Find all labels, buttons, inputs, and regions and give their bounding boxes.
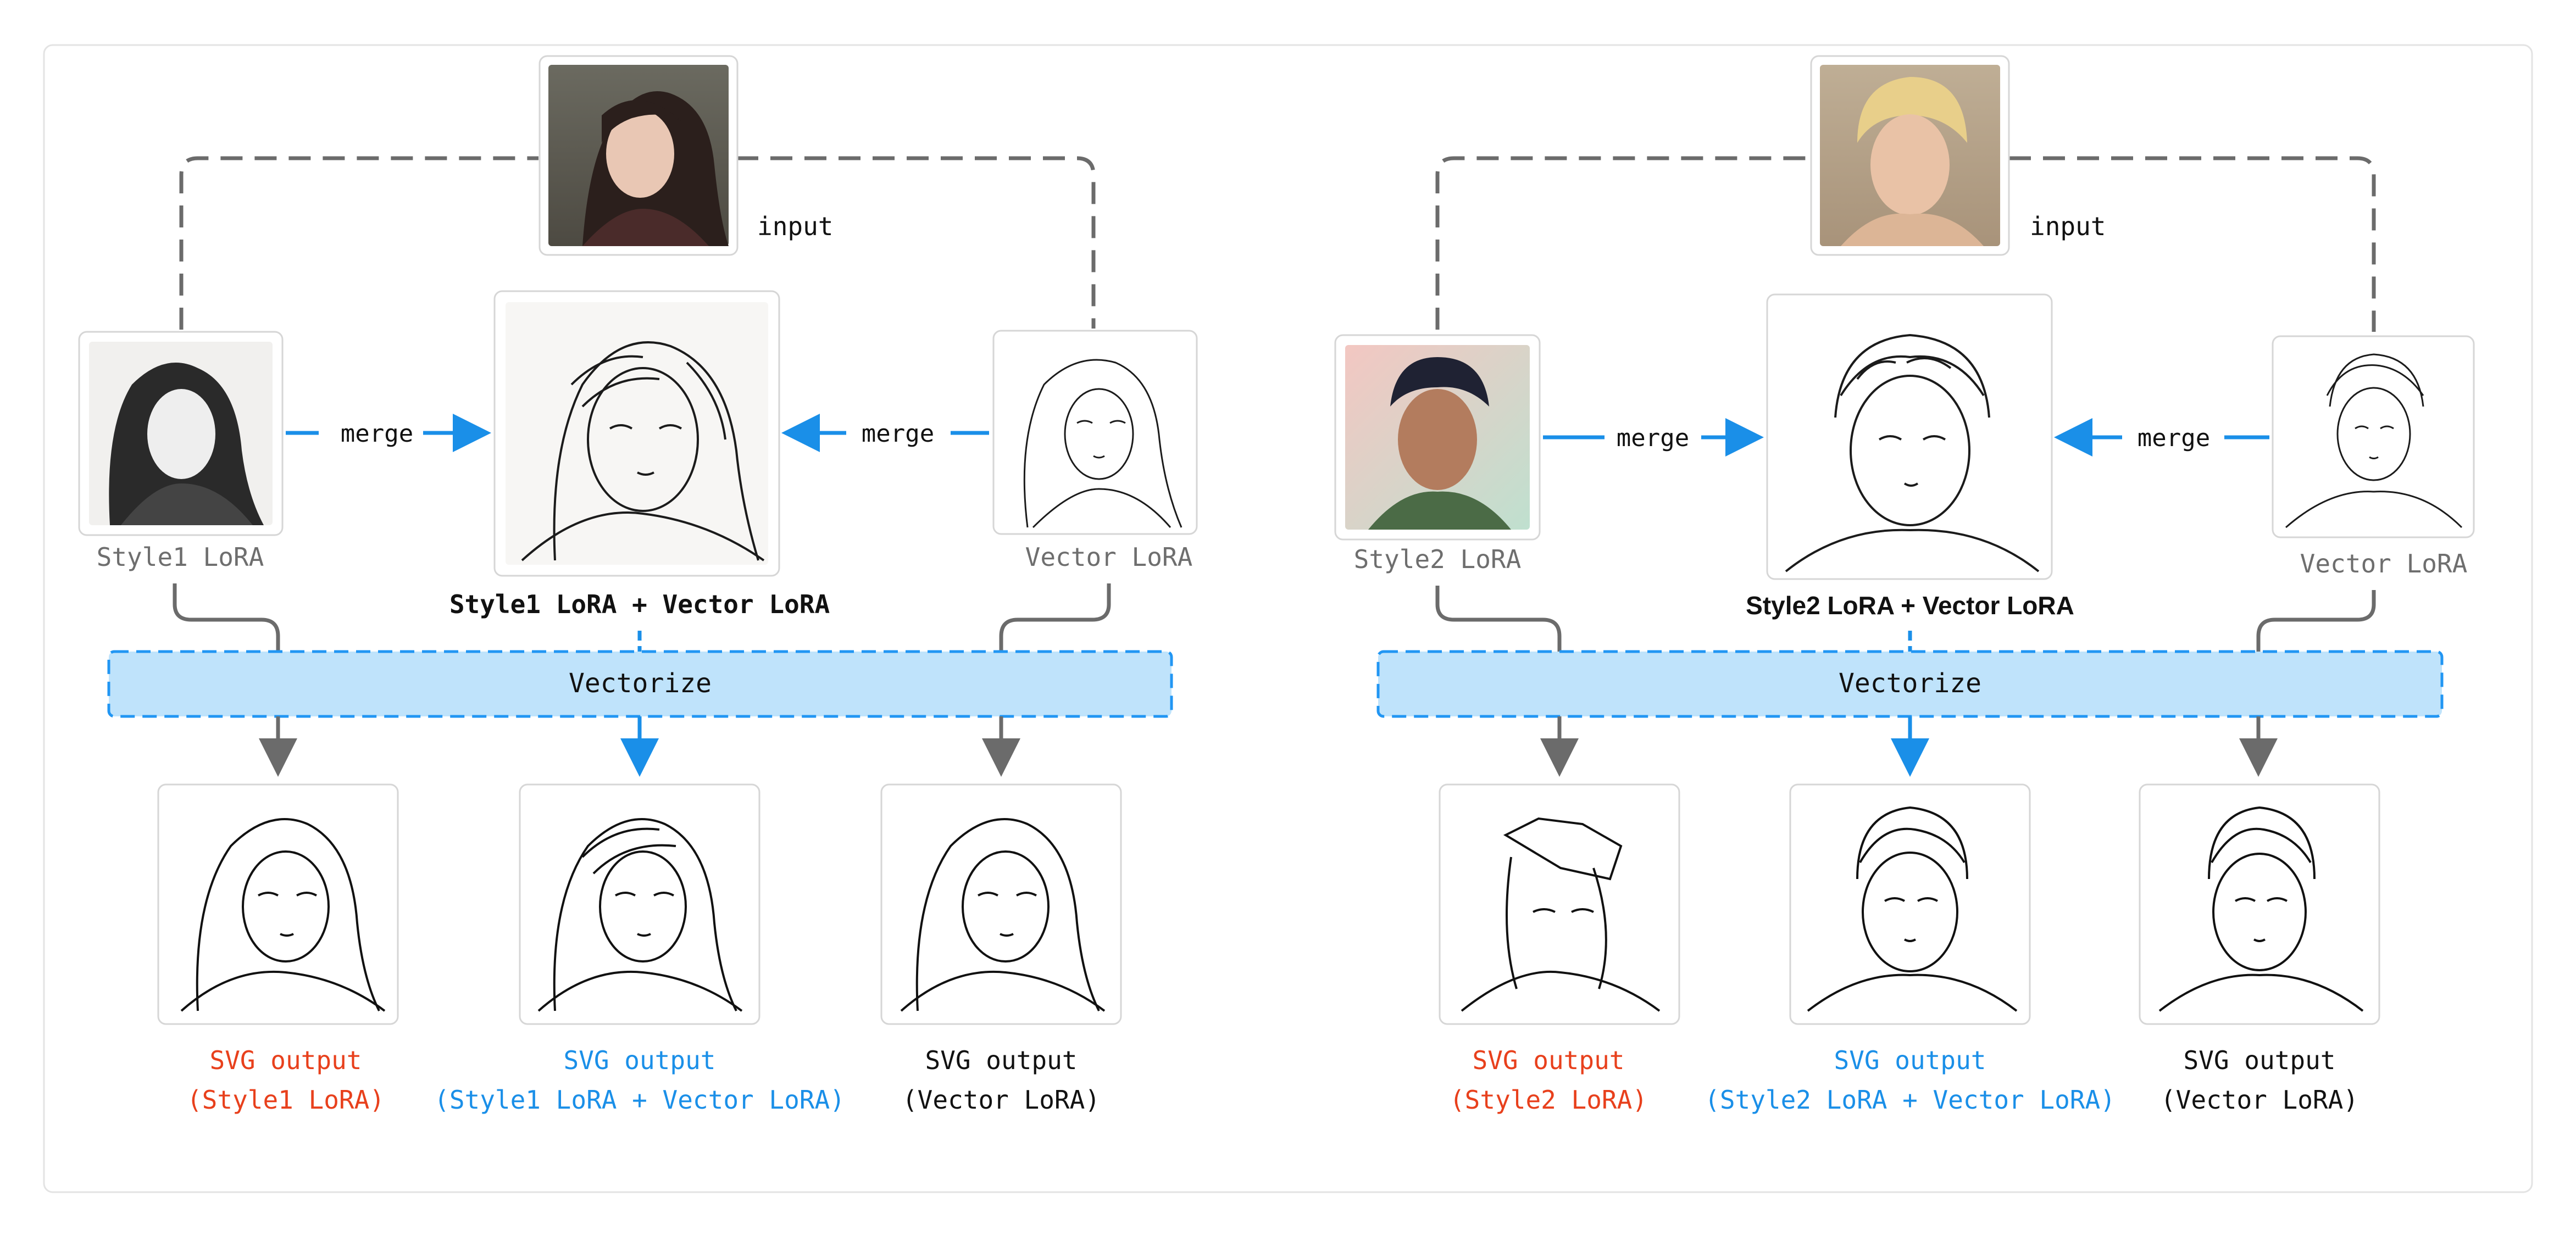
svg-output-card-1 xyxy=(1439,783,1680,1025)
svg-output-card-2 xyxy=(1789,783,2031,1025)
svg-output-card-3 xyxy=(880,783,1122,1025)
combined-lora-label: Style1 LoRA + Vector LoRA xyxy=(449,589,830,619)
input-label: input xyxy=(757,212,833,241)
svg-output-2-line1: SVG output xyxy=(564,1045,716,1075)
merge-label-left: merge xyxy=(341,420,413,448)
dashed-connector-right xyxy=(2009,156,2376,332)
svg-output-1-line1: SVG output xyxy=(210,1045,362,1075)
merge-label-right: merge xyxy=(2138,424,2210,452)
panel-1: input Style1 LoRA Style1 LoRA + Vector L… xyxy=(78,55,1198,1115)
svg-output-card-2 xyxy=(519,783,760,1025)
svg-output-card-1 xyxy=(157,783,399,1025)
merge-label-right: merge xyxy=(862,420,934,448)
input-image-card xyxy=(538,55,739,256)
vector-lora-image-card xyxy=(2272,335,2475,538)
style1-lora-image-card xyxy=(78,331,284,536)
svg-output-3-line1: SVG output xyxy=(2184,1045,2336,1075)
connector-style2-to-vectorize xyxy=(1435,586,1562,652)
svg-output-1-line2: (Style2 LoRA) xyxy=(1450,1085,1647,1115)
style1-lora-label: Style1 LoRA xyxy=(97,542,264,572)
combined-lora-image-card xyxy=(1766,293,2053,580)
panel-2: input Style2 LoRA Style2 LoRA + Vector L… xyxy=(1334,55,2475,1115)
combined-lora-image-card xyxy=(493,290,780,577)
svg-output-2-line2: (Style1 LoRA + Vector LoRA) xyxy=(434,1085,845,1115)
input-label: input xyxy=(2030,212,2106,241)
style2-lora-image-card xyxy=(1334,334,1541,541)
vector-lora-image-card xyxy=(992,330,1198,535)
svg-output-2-line1: SVG output xyxy=(1834,1045,1986,1075)
vectorize-label: Vectorize xyxy=(1839,668,1981,699)
svg-output-1-line2: (Style1 LoRA) xyxy=(187,1085,385,1115)
vector-lora-label: Vector LoRA xyxy=(2300,549,2468,578)
svg-output-2-line2: (Style2 LoRA + Vector LoRA) xyxy=(1705,1085,2116,1115)
dashed-connector-left xyxy=(1435,156,1811,330)
svg-output-1-line1: SVG output xyxy=(1473,1045,1625,1075)
merge-label-left: merge xyxy=(1617,424,1689,452)
vector-lora-label: Vector LoRA xyxy=(1025,542,1193,572)
vectorize-label: Vectorize xyxy=(569,668,712,699)
svg-output-3-line1: SVG output xyxy=(925,1045,1078,1075)
input-image-card xyxy=(1810,55,2010,256)
combined-lora-label: Style2 LoRA + Vector LoRA xyxy=(1746,591,2074,620)
connector-vector-to-vectorize xyxy=(2256,590,2376,652)
dashed-connector-left xyxy=(179,156,538,330)
svg-output-3-line2: (Vector LoRA) xyxy=(2161,1085,2358,1115)
connector-style1-to-vectorize xyxy=(173,583,280,652)
dashed-connector-right xyxy=(736,156,1096,329)
connector-vector-to-vectorize xyxy=(999,583,1111,652)
svg-output-card-3 xyxy=(2139,783,2380,1025)
style2-lora-label: Style2 LoRA xyxy=(1354,544,1522,574)
svg-output-3-line2: (Vector LoRA) xyxy=(902,1085,1100,1115)
